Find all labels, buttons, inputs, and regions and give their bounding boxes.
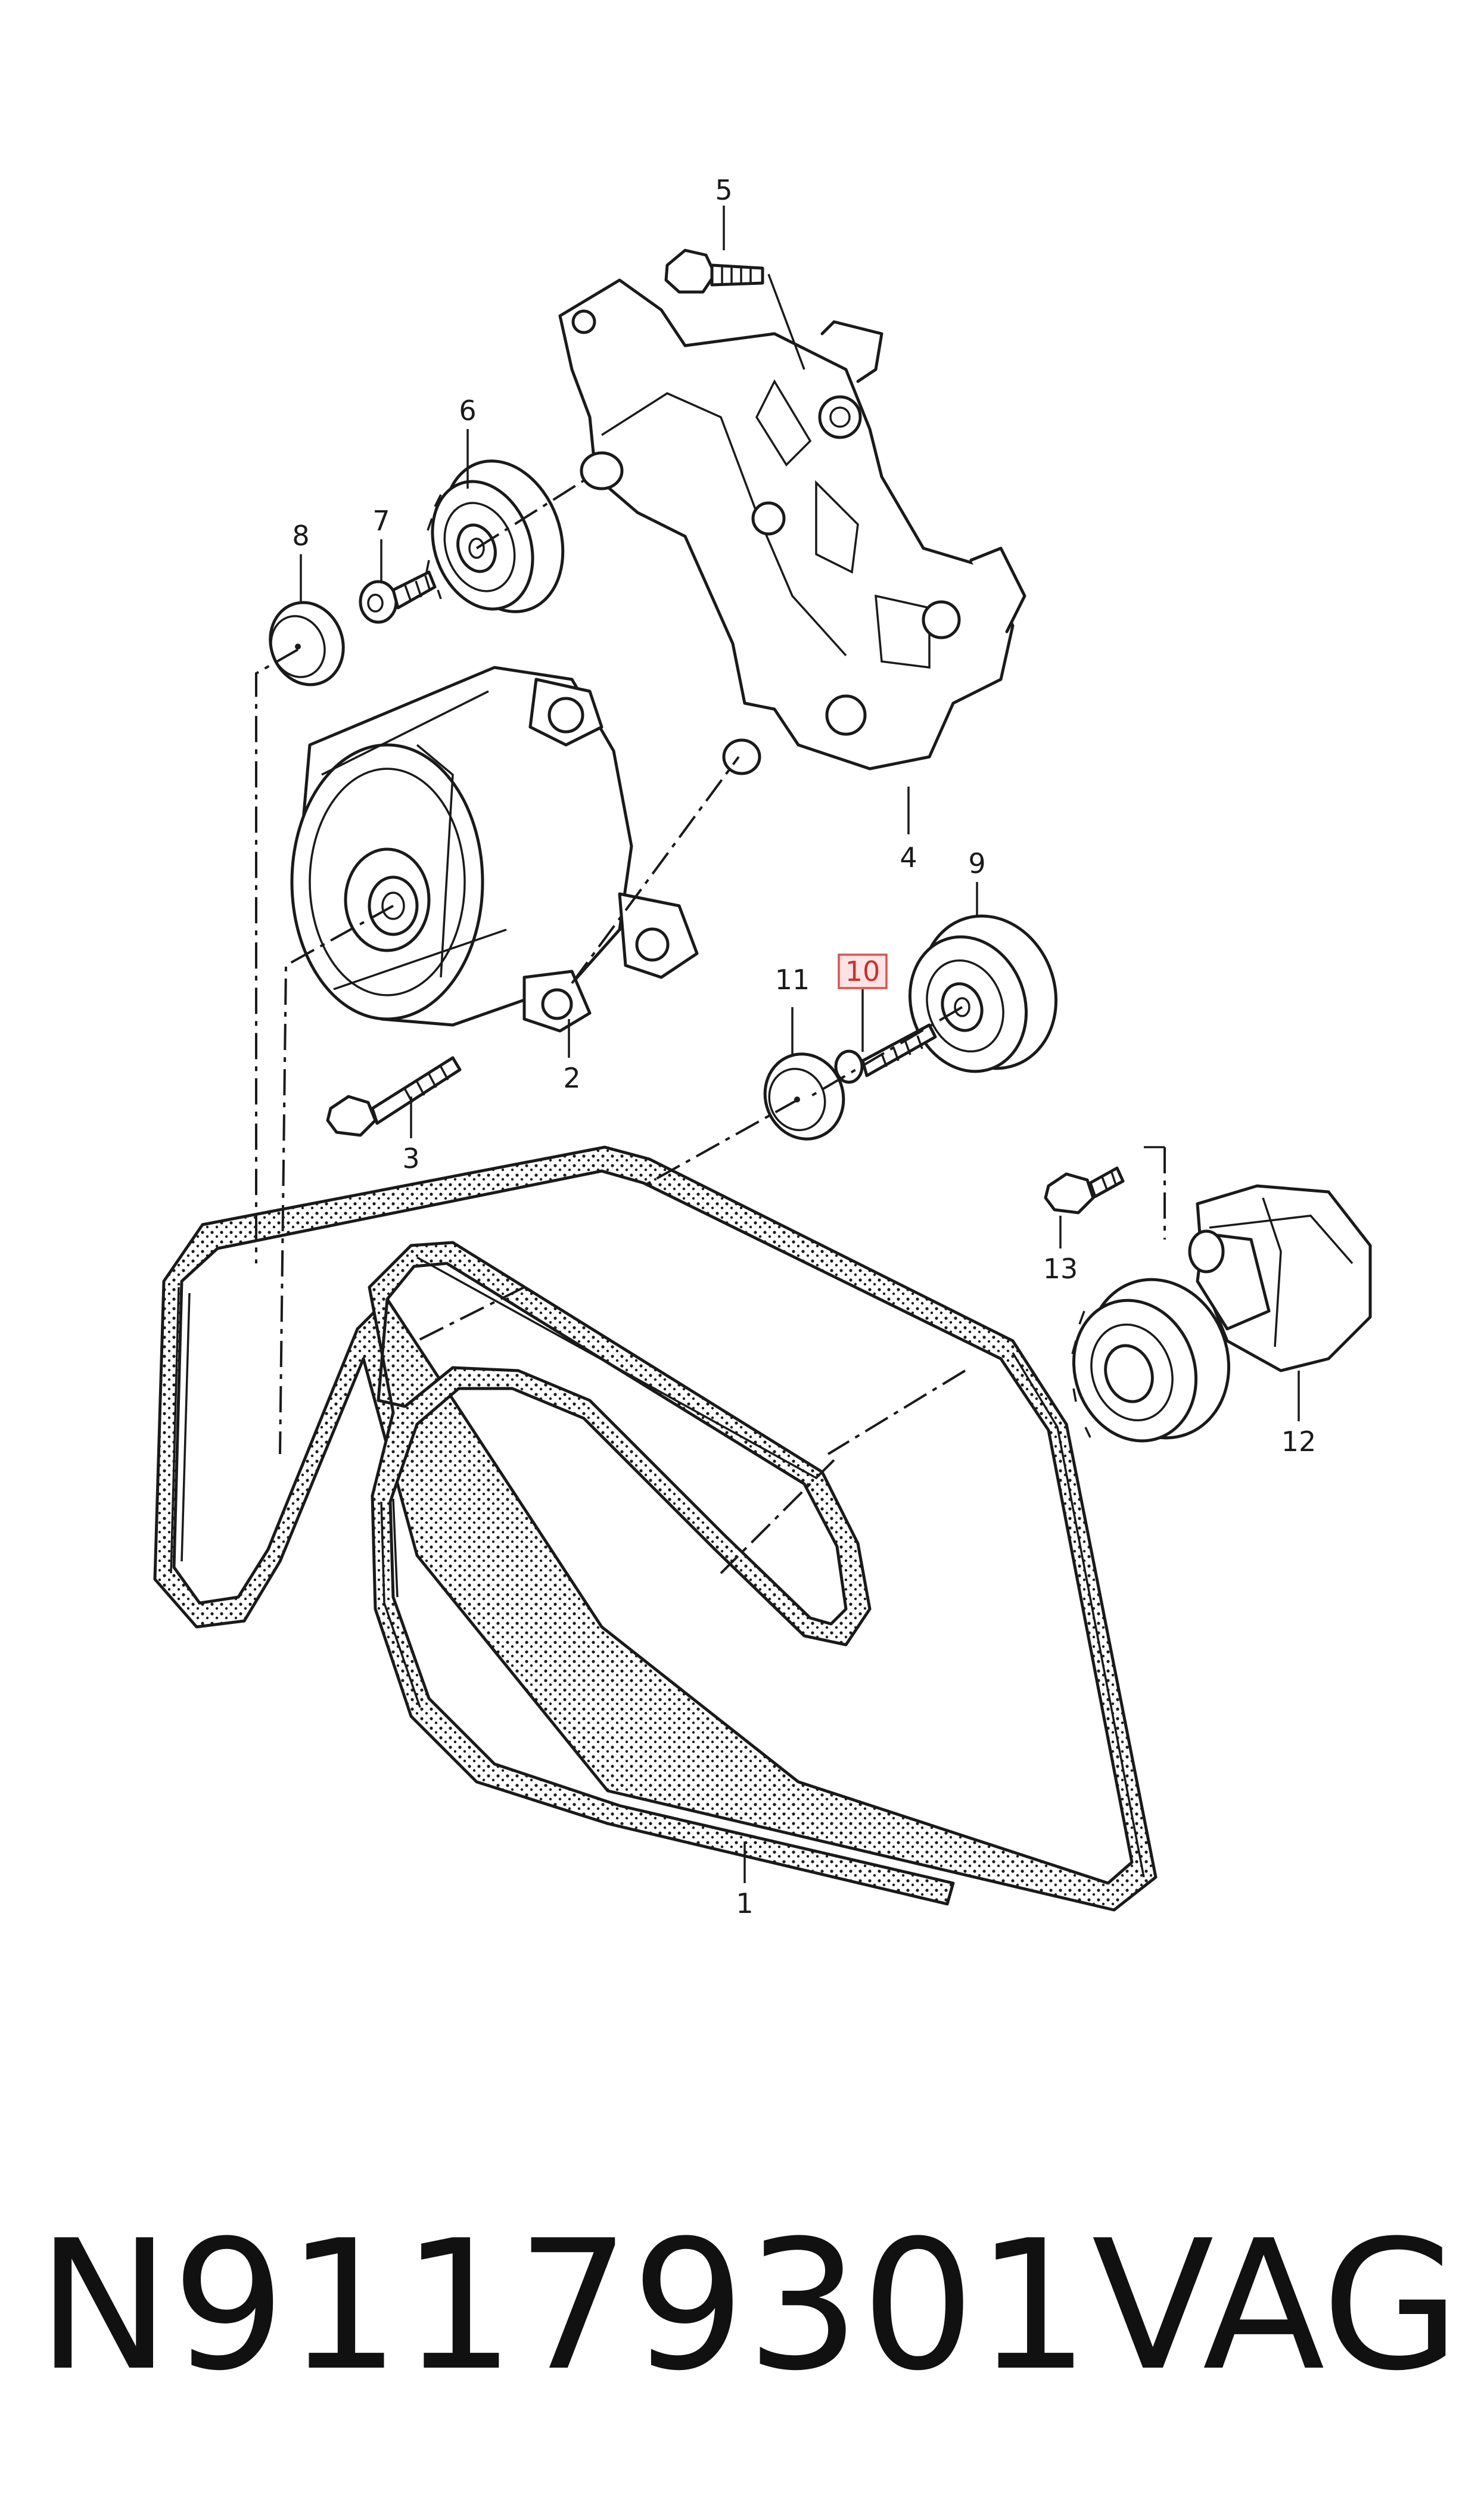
exploded-parts-diagram: 1 2 3 4 5 6 7 8 9 10 11 12 13 [153,174,1372,1919]
inner-serpentine-belt [368,1241,955,1906]
bracket-bolt [664,249,764,294]
part-footer: N91179301 VAG [0,2205,1484,2419]
alternator [290,666,699,1033]
belt-tensioner [1071,1184,1372,1443]
callout-4: 4 [900,841,917,874]
callout-12: 12 [1281,1425,1317,1458]
idler-pulley-upper [425,459,565,613]
pulley-bolt-upper [359,570,437,624]
tensioner-bolt [1044,1166,1125,1215]
callout-3: 3 [402,1142,419,1175]
brand-name: VAG [1091,2202,1460,2410]
part-number: N91179301 [37,2202,1091,2410]
outer-serpentine-belt [153,1145,1158,1912]
assembly-guide-lines [255,476,1166,1574]
callout-8: 8 [292,520,309,552]
callout-10-highlight [838,953,888,989]
dust-cap-upper [269,601,345,687]
callout-labels: 1 2 3 4 5 6 7 8 9 10 11 12 13 [292,174,1316,1919]
callout-leader-lines [300,206,1300,1883]
dust-cap-lower [763,1052,845,1141]
callout-7: 7 [372,505,390,537]
alternator-bolt [326,1056,462,1137]
mounting-bracket [558,278,1026,775]
callout-1: 1 [736,1887,753,1919]
callout-2: 2 [563,1062,580,1094]
callout-9: 9 [968,847,985,880]
callout-6: 6 [459,395,476,427]
callout-11: 11 [775,964,810,996]
callout-13: 13 [1043,1253,1078,1285]
callout-5: 5 [715,174,732,206]
pulley-bolt-lower [834,1023,937,1084]
callout-10: 10 [845,955,881,987]
idler-pulley-lower [908,914,1058,1073]
